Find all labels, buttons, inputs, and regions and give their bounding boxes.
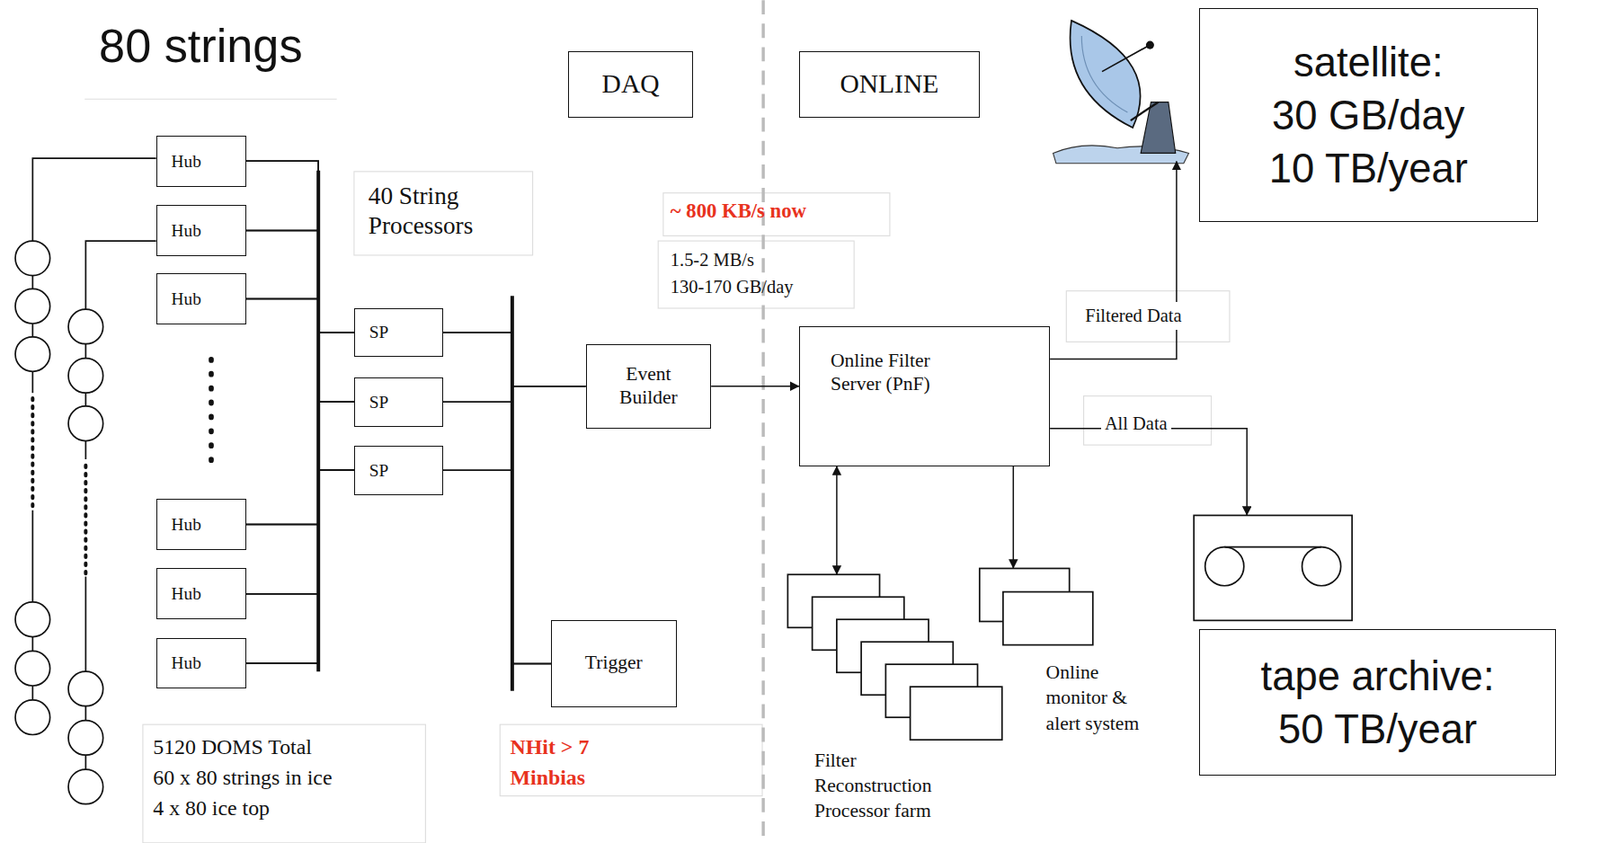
connector bbox=[246, 470, 355, 525]
annotation: 1.5-2 MB/s bbox=[670, 248, 755, 272]
caption-block: Onlinemonitor &alert system bbox=[1046, 659, 1140, 736]
node-text: 50 TB/year bbox=[1278, 702, 1477, 756]
section-box: ONLINE bbox=[799, 51, 980, 118]
string-processor-box: SP bbox=[354, 445, 444, 495]
connector bbox=[1049, 160, 1177, 359]
satellite-dish bbox=[1053, 20, 1190, 164]
caption-block: FilterReconstructionProcessor farm bbox=[814, 747, 933, 824]
hub-box: Hub bbox=[156, 273, 247, 325]
connector bbox=[246, 332, 355, 664]
connector bbox=[246, 231, 355, 472]
connector bbox=[246, 299, 355, 334]
connector bbox=[246, 160, 355, 333]
trigger-note: ~ 800 KB/s now bbox=[670, 198, 807, 223]
connector bbox=[443, 332, 587, 387]
section-box: DAQ bbox=[568, 51, 693, 118]
node-text: SP bbox=[369, 460, 389, 481]
node-text: tape archive: bbox=[1261, 649, 1495, 703]
connector bbox=[443, 470, 552, 664]
node-text: Filter bbox=[814, 747, 857, 774]
node-text: satellite: bbox=[1293, 35, 1444, 89]
annotation: 40 String Processors bbox=[368, 181, 522, 240]
node-text: ONLINE bbox=[839, 68, 939, 100]
server-box: Online Filter Server (PnF) bbox=[799, 326, 1050, 467]
node-text: Hub bbox=[171, 288, 202, 310]
connector bbox=[246, 231, 355, 403]
caption-box: satellite:30 GB/day10 TB/year bbox=[1199, 8, 1538, 223]
trigger-note: NHit > 7 bbox=[510, 734, 590, 761]
hub-box: Hub bbox=[156, 568, 247, 620]
node-text: monitor & bbox=[1046, 684, 1128, 711]
string-processor-box: SP bbox=[354, 377, 444, 427]
connector bbox=[246, 401, 355, 594]
connector bbox=[1013, 466, 1015, 569]
annotation: 130-170 GB/day bbox=[670, 275, 794, 299]
annotation: 60 x 80 strings in ice bbox=[152, 764, 332, 792]
annotation: 80 strings bbox=[98, 17, 303, 75]
node-text: Event Builder bbox=[608, 363, 689, 410]
node-text: Hub bbox=[171, 583, 202, 605]
connector bbox=[443, 401, 552, 664]
node-text: DAQ bbox=[602, 68, 660, 100]
node-text: Hub bbox=[171, 652, 202, 674]
hub-box: Hub bbox=[156, 204, 247, 257]
connector bbox=[246, 401, 355, 664]
connector bbox=[711, 385, 800, 388]
connector bbox=[246, 470, 355, 664]
node-text: Online Filter Server (PnF) bbox=[830, 349, 974, 397]
node-text: Online bbox=[1046, 659, 1100, 685]
connector bbox=[246, 160, 355, 471]
connector bbox=[1049, 428, 1247, 516]
connector bbox=[443, 386, 587, 472]
connector bbox=[246, 332, 355, 595]
node-text: 10 TB/year bbox=[1269, 142, 1468, 196]
process-box: Event Builder bbox=[586, 344, 712, 429]
connector bbox=[443, 332, 552, 664]
annotation: 5120 DOMS Total bbox=[152, 734, 312, 761]
process-box: Trigger bbox=[551, 620, 677, 707]
node-text: Processor farm bbox=[814, 798, 932, 824]
node-text: alert system bbox=[1046, 711, 1140, 737]
edge-label: Filtered Data bbox=[1081, 302, 1185, 330]
connector bbox=[246, 332, 355, 525]
node-text: Hub bbox=[171, 220, 202, 241]
connector bbox=[246, 231, 355, 334]
monitor-system: Onlinemonitor &alert system bbox=[979, 568, 1094, 645]
edge-label: All Data bbox=[1101, 409, 1172, 438]
trigger-note: Minbias bbox=[510, 764, 586, 792]
connector bbox=[443, 386, 587, 403]
caption-box: tape archive:50 TB/year bbox=[1199, 629, 1556, 775]
connector bbox=[246, 401, 355, 525]
hub-box: Hub bbox=[156, 135, 247, 187]
monitor-stack bbox=[979, 568, 1094, 645]
annotation: 4 x 80 ice top bbox=[152, 795, 270, 822]
connector bbox=[246, 160, 355, 402]
tape-icon bbox=[1193, 515, 1352, 621]
node-text: Hub bbox=[171, 151, 202, 172]
node-text: Reconstruction bbox=[814, 773, 933, 799]
processor-farm: FilterReconstructionProcessor farm bbox=[787, 574, 1002, 742]
node-text: SP bbox=[369, 321, 389, 343]
connector bbox=[246, 470, 355, 594]
node-text: Hub bbox=[171, 514, 202, 535]
node-text: Trigger bbox=[585, 651, 643, 676]
connector bbox=[835, 466, 838, 575]
node-text: SP bbox=[369, 391, 389, 413]
processor-stack bbox=[787, 574, 1002, 740]
hub-box: Hub bbox=[156, 638, 247, 690]
hub-box: Hub bbox=[156, 498, 247, 551]
connector bbox=[246, 299, 355, 403]
satellite-uplink: satellite:30 GB/day10 TB/year bbox=[1050, 5, 1200, 162]
tape-archive: tape archive:50 TB/year bbox=[1193, 515, 1352, 621]
string-processor-box: SP bbox=[354, 308, 444, 357]
node-text: 30 GB/day bbox=[1271, 88, 1466, 143]
connector bbox=[246, 299, 355, 472]
